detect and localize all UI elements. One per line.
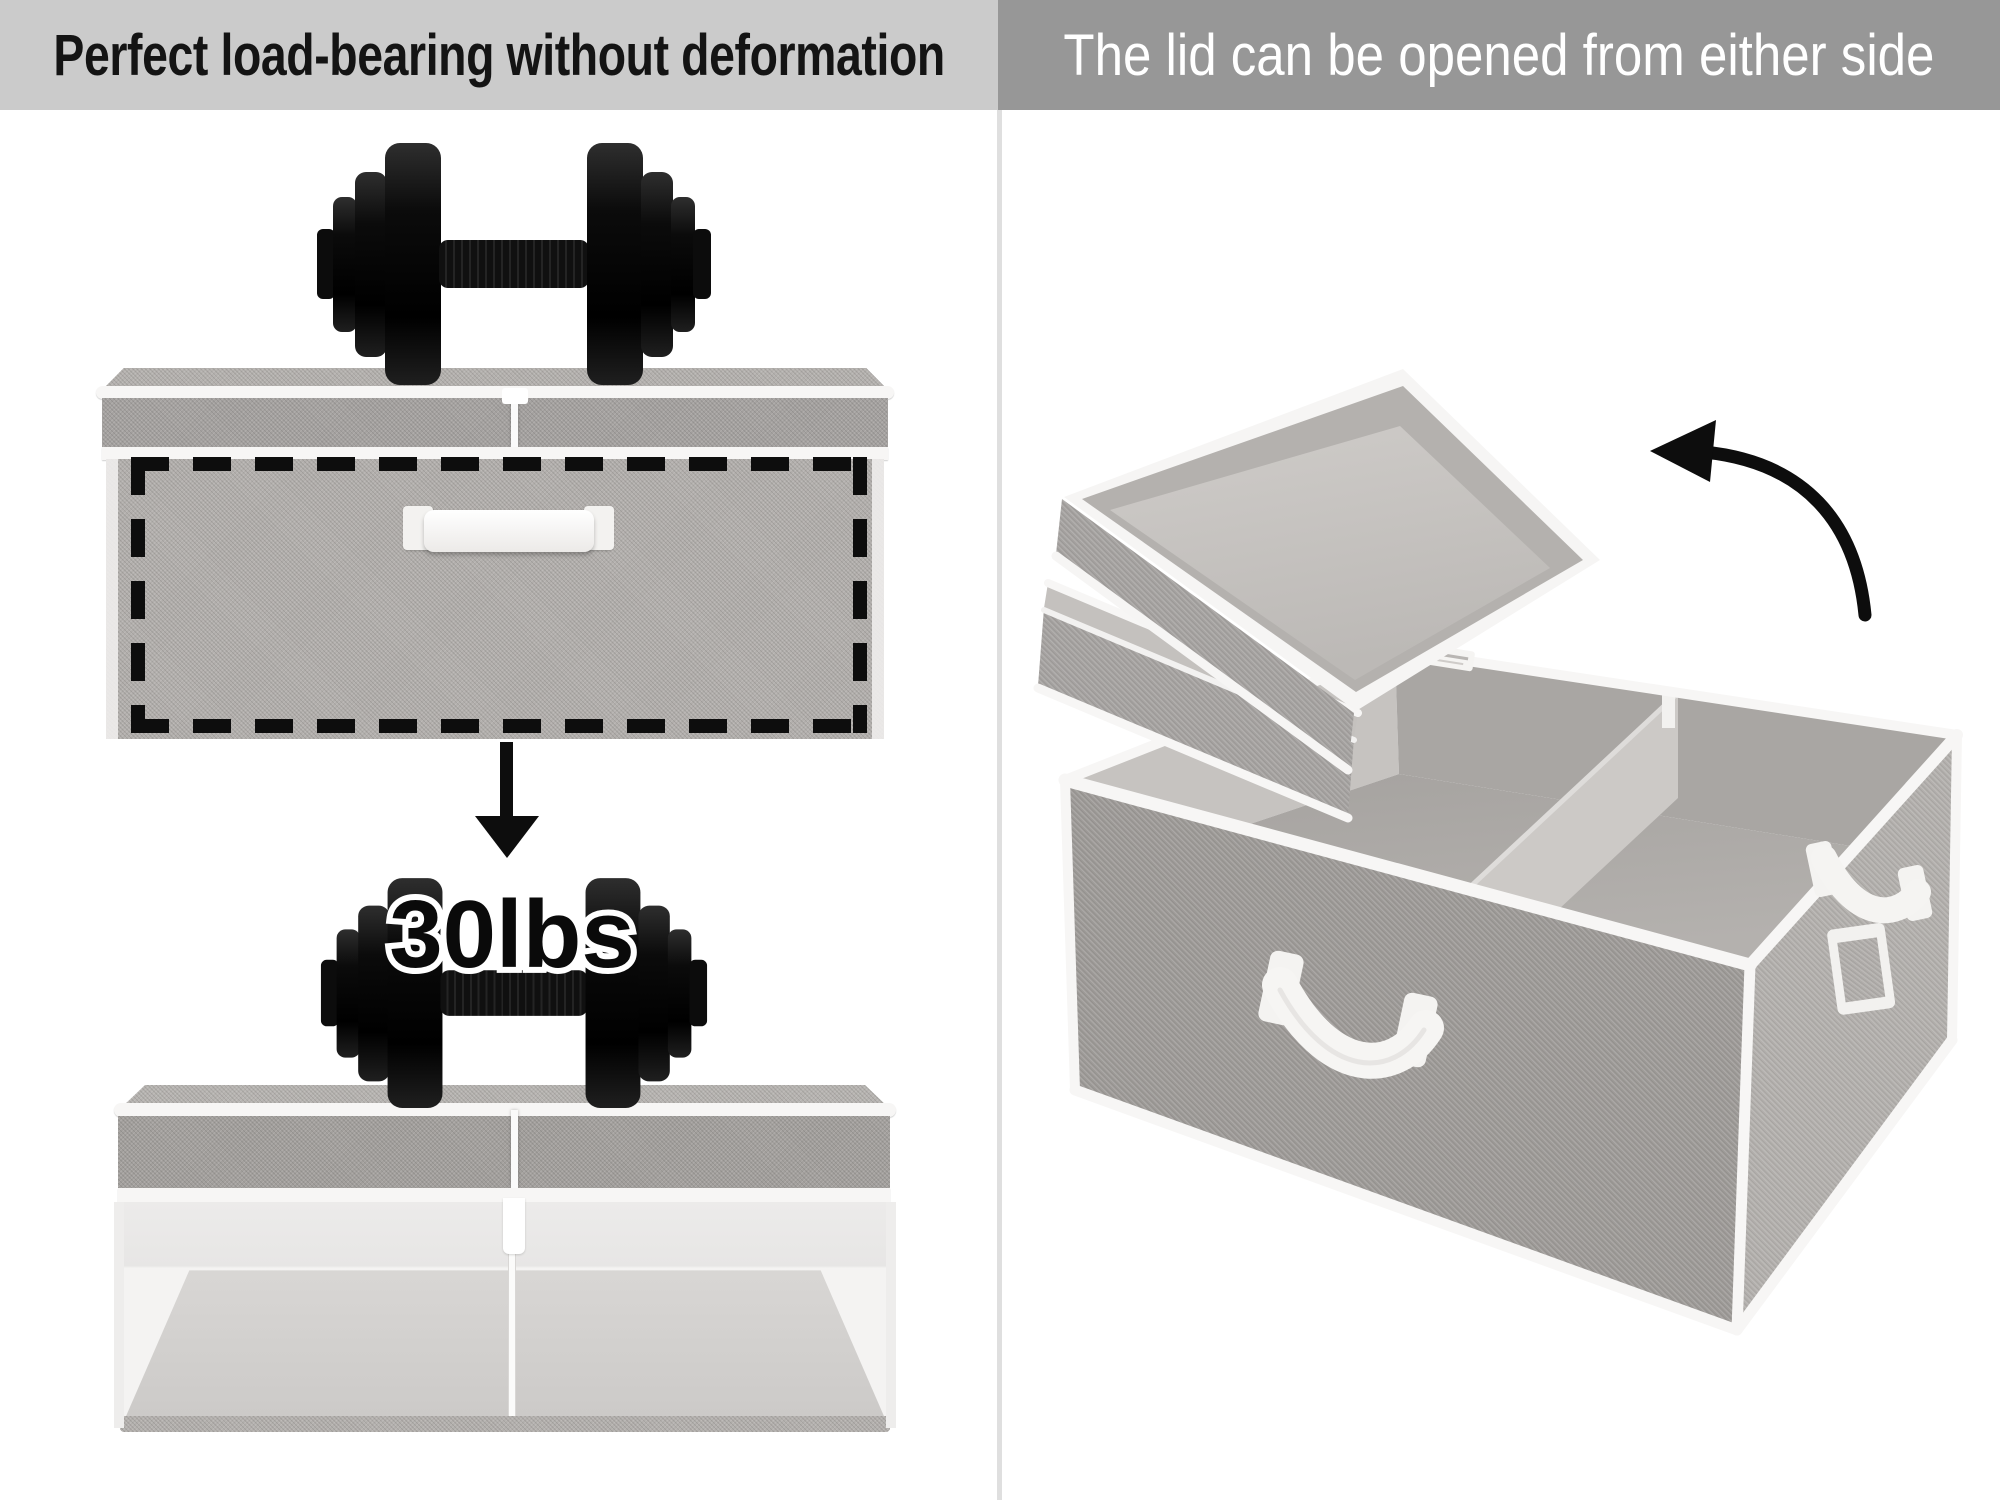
box2-split-tab — [503, 1198, 525, 1254]
box2-bottom-edge — [120, 1416, 890, 1432]
box-lid-split-notch — [502, 388, 528, 404]
lid-flipped-open-image — [1051, 369, 1600, 775]
dumbbell-endcap — [693, 229, 711, 299]
storage-box-open-image — [1058, 645, 1963, 1336]
left-banner-title: Perfect load-bearing without deformation — [53, 22, 945, 88]
box2-left-edge-trim — [114, 1202, 124, 1428]
open-box-illustration — [1033, 369, 1963, 1336]
box-lid-split — [511, 392, 518, 447]
box-lid-top-surface — [100, 368, 890, 392]
dumbbell-top-image — [317, 143, 711, 385]
left-banner: Perfect load-bearing without deformation — [0, 0, 998, 110]
box2-lid-bottom-trim — [118, 1188, 890, 1202]
dumbbell-endcap — [317, 229, 335, 299]
dumbbell-handle — [440, 970, 588, 1016]
box-lid-bottom-trim — [102, 447, 888, 460]
box-left-edge-trim — [106, 459, 118, 739]
box-handle — [424, 510, 594, 552]
dumbbell-bottom-image — [320, 878, 708, 1108]
box2-lid-top-surface — [122, 1085, 888, 1107]
label-pocket — [1827, 923, 1896, 1015]
frame-dash-bottom — [131, 719, 867, 733]
weight-label: 30lbs 30lbs — [383, 881, 641, 989]
box-right-edge-trim — [872, 459, 884, 739]
box-lid-top-trim — [96, 386, 894, 399]
box2-lid-top-trim — [114, 1103, 896, 1117]
curved-arrow-icon — [1650, 420, 1872, 622]
divider-velcro-tab — [1662, 694, 1675, 728]
dumbbell-handle — [439, 240, 589, 288]
side-handle — [1805, 841, 1933, 924]
box2-floor — [120, 1270, 890, 1430]
right-banner-title: The lid can be opened from either side — [1063, 22, 1935, 88]
front-handle — [1258, 950, 1444, 1079]
box2-divider-line — [508, 1202, 516, 1428]
lid-inner-surface — [1110, 426, 1550, 680]
box-lid-band — [102, 398, 888, 447]
box2-right-edge-trim — [886, 1202, 896, 1428]
panel-divider — [997, 110, 1002, 1500]
frame-dash-right — [853, 457, 867, 733]
box2-lid-band — [118, 1116, 890, 1188]
box-body — [106, 459, 884, 739]
frame-dash-left — [131, 457, 145, 733]
box2-lid-split — [511, 1110, 518, 1188]
frame-dash-top — [131, 457, 867, 471]
right-banner: The lid can be opened from either side — [998, 0, 2000, 110]
weight-label-text: 30lbs — [389, 881, 635, 988]
